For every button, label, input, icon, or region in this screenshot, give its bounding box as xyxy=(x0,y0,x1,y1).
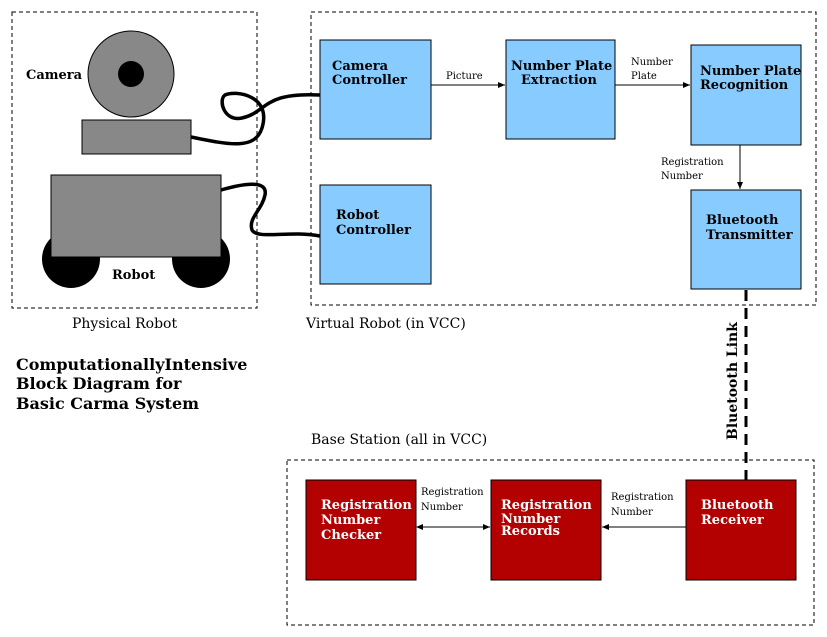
camera-controller-block xyxy=(319,39,432,140)
base-station-container xyxy=(286,459,815,626)
edge-registration-number-1-label-1: Registration xyxy=(661,157,724,168)
number-plate-extraction-label-1: Number Plate xyxy=(511,59,612,74)
registration-number-checker-label-3: Checker xyxy=(321,528,381,543)
registration-number-records-label-1: Registration xyxy=(501,498,592,513)
bluetooth-transmitter-label-2: Transmitter xyxy=(706,228,793,243)
edge-picture-label: Picture xyxy=(446,71,483,82)
number-plate-recognition-label-2: Recognition xyxy=(700,78,789,93)
number-plate-extraction-block xyxy=(505,39,616,140)
camera-base xyxy=(81,119,192,155)
camera-label: Camera xyxy=(26,68,83,83)
physical-robot-caption: Physical Robot xyxy=(72,316,177,332)
edge-number-plate-label-2: Plate xyxy=(631,71,657,82)
edge-registration-number-3-label-2: Number xyxy=(421,502,463,513)
camera-controller-label-2: Controller xyxy=(332,73,407,88)
diagram-title-line-2: Block Diagram for xyxy=(16,374,182,393)
edge-registration-number-3-label-1: Registration xyxy=(421,487,484,498)
camera-cable xyxy=(190,91,321,146)
camera-lens xyxy=(118,61,144,87)
bluetooth-transmitter-block xyxy=(690,189,802,290)
virtual-robot-container xyxy=(310,11,817,306)
bluetooth-receiver-block xyxy=(685,479,797,581)
robot-controller-label-1: Robot xyxy=(336,208,379,223)
registration-number-checker-label-2: Number xyxy=(321,513,380,528)
base-station-caption: Base Station (all in VCC) xyxy=(311,432,487,448)
edge-registration-number-2-label-1: Registration xyxy=(611,492,674,503)
robot-body xyxy=(50,174,222,258)
edge-registration-number-1-label-2: Number xyxy=(661,171,703,182)
registration-number-checker-label-1: Registration xyxy=(321,498,412,513)
bluetooth-transmitter-label-1: Bluetooth xyxy=(706,213,779,228)
number-plate-recognition-label-1: Number Plate xyxy=(700,64,801,79)
bluetooth-link-label: Bluetooth Link xyxy=(725,322,741,440)
diagram-title-line-3: Basic Carma System xyxy=(16,394,199,413)
bluetooth-receiver-label-1: Bluetooth xyxy=(701,498,774,513)
edge-number-plate-label-1: Number xyxy=(631,57,673,68)
registration-number-records-label-3: Records xyxy=(501,524,560,539)
virtual-robot-caption: Virtual Robot (in VCC) xyxy=(305,316,466,332)
robot-cable xyxy=(220,182,321,238)
physical-robot-container xyxy=(11,11,258,309)
bluetooth-receiver-label-2: Receiver xyxy=(701,513,764,528)
robot-controller-block xyxy=(319,184,432,285)
registration-number-records-block xyxy=(490,479,602,581)
number-plate-recognition-block xyxy=(690,44,802,146)
number-plate-extraction-label-2: Extraction xyxy=(521,73,597,88)
camera-controller-label-1: Camera xyxy=(332,59,389,74)
registration-number-checker-block xyxy=(305,479,417,581)
edge-registration-number-2-label-2: Number xyxy=(611,507,653,518)
diagram-title-line-1: ComputationallyIntensive xyxy=(16,355,247,374)
robot-label: Robot xyxy=(112,268,155,283)
registration-number-records-label-2: Number xyxy=(501,512,560,527)
robot-controller-label-2: Controller xyxy=(336,223,411,238)
